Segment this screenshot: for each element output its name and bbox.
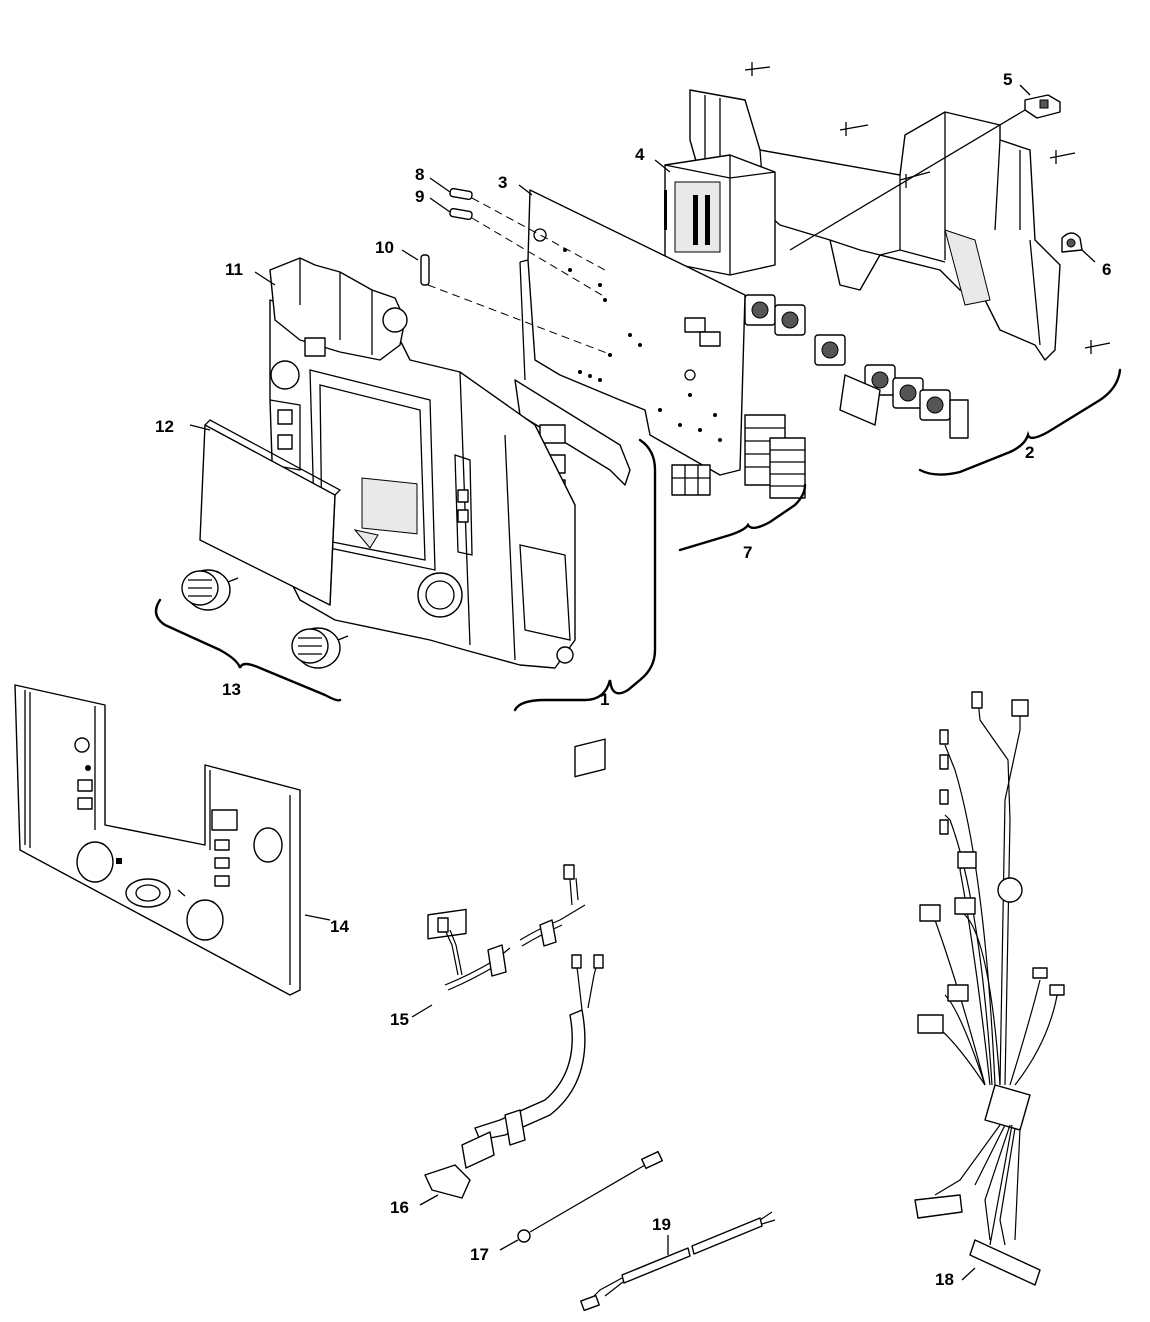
callout-17: 17 — [470, 1245, 489, 1264]
part-6-grommet — [1061, 232, 1083, 253]
knob-right — [291, 627, 349, 669]
callout-6: 6 — [1102, 260, 1111, 279]
callout-4: 4 — [635, 145, 645, 164]
connector-blocks — [744, 294, 969, 439]
part-19-sheathed-cable — [580, 1211, 776, 1312]
callout-2: 2 — [1025, 443, 1034, 462]
callout-16: 16 — [390, 1198, 409, 1217]
part-13-knobs — [181, 569, 349, 669]
callout-5: 5 — [1003, 70, 1012, 89]
part-17-earth-lead — [517, 1150, 663, 1243]
callout-8: 8 — [415, 165, 424, 184]
part-15-cable — [427, 738, 606, 991]
fuses — [420, 187, 613, 356]
knob-left — [181, 569, 239, 611]
part-11-bracket — [269, 257, 408, 361]
part-4-transformer — [664, 154, 776, 276]
callout-9: 9 — [415, 187, 424, 206]
callout-10: 10 — [375, 238, 394, 257]
callout-15: 15 — [390, 1010, 409, 1029]
part-5-clip — [1024, 94, 1061, 119]
callout-11: 11 — [225, 260, 243, 279]
part-1-housing — [269, 299, 576, 669]
leader-lines — [189, 84, 1096, 1281]
group-braces — [154, 368, 1122, 712]
callout-7: 7 — [743, 543, 752, 562]
callout-19: 19 — [652, 1215, 671, 1234]
callout-13: 13 — [222, 680, 241, 699]
part-14-front-panel — [14, 684, 301, 996]
part-7-terminal-blocks — [671, 414, 806, 499]
part-18-wiring-harness — [914, 691, 1065, 1286]
part-16-sensor-cable — [424, 954, 604, 1199]
part-12-cover-flap — [199, 419, 342, 606]
callout-1: 1 — [600, 690, 609, 709]
callout-labels: 1 2 3 4 5 6 7 8 9 10 11 12 13 14 15 16 1… — [155, 70, 1111, 1289]
callout-14: 14 — [330, 917, 349, 936]
callout-18: 18 — [935, 1270, 954, 1289]
callout-12: 12 — [155, 417, 174, 436]
callout-3: 3 — [498, 173, 507, 192]
